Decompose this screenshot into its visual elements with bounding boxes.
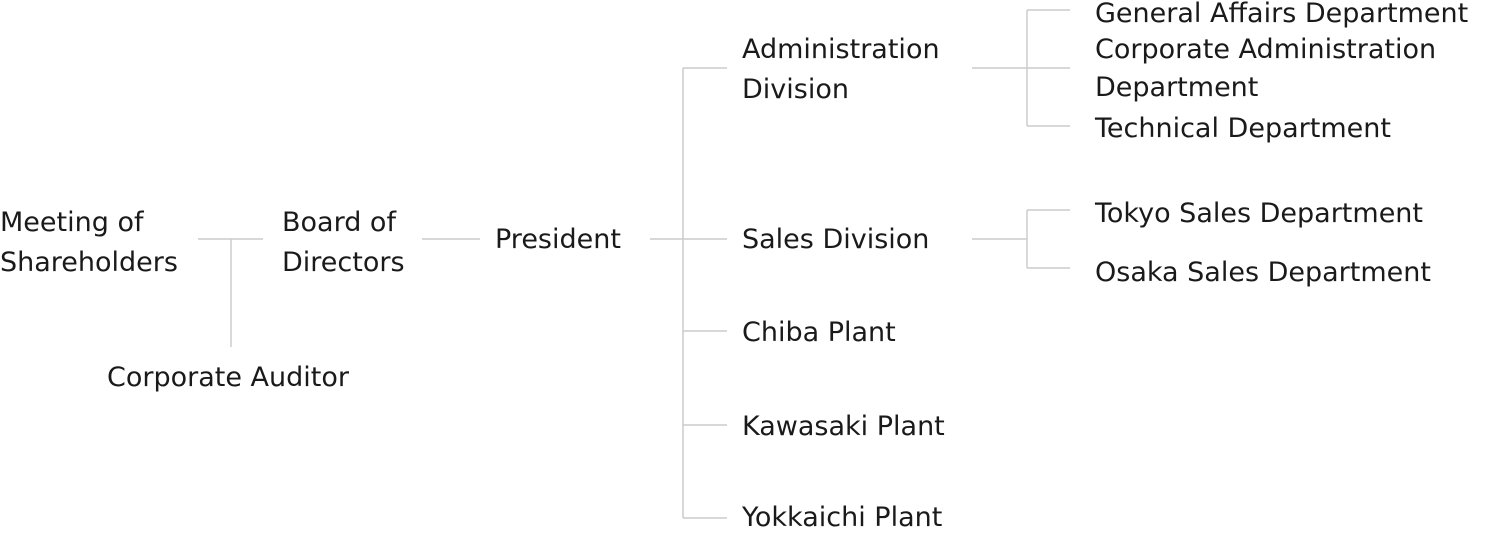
node-label-line: Corporate Auditor [107,362,349,393]
node-label-line: Meeting of [0,207,144,238]
node-corporate-administration-department: Corporate Administration Department [1095,31,1436,107]
node-chiba-plant: Chiba Plant [742,313,896,353]
node-label-line: Sales Division [742,224,930,255]
node-label-line: Osaka Sales Department [1095,257,1431,288]
node-technical-department: Technical Department [1095,109,1391,149]
node-label-line: Corporate Administration [1095,34,1437,65]
node-board-of-directors: Board of Directors [282,203,405,283]
node-meeting-of-shareholders: Meeting of Shareholders [0,203,178,283]
connector-sales-bus [972,210,1028,268]
node-tokyo-sales-department: Tokyo Sales Department [1095,194,1423,234]
node-administration-division: Administration Division [742,30,940,110]
node-corporate-auditor: Corporate Auditor [107,358,349,398]
node-osaka-sales-department: Osaka Sales Department [1095,253,1431,293]
node-label-line: Chiba Plant [742,317,896,348]
node-label-line: Division [742,74,849,105]
node-label-line: Directors [282,247,405,278]
connector-president-bus [650,68,684,518]
node-label-line: Administration [742,34,940,65]
node-label-line: Department [1095,72,1259,103]
node-label-line: General Affairs Department [1095,0,1469,29]
node-label-line: Board of [282,207,396,238]
node-label-line: President [495,224,621,255]
node-label-line: Shareholders [0,247,178,278]
node-label-line: Tokyo Sales Department [1095,198,1424,229]
node-label-line: Yokkaichi Plant [742,502,943,533]
node-kawasaki-plant: Kawasaki Plant [742,407,945,447]
connector-admin-bus [972,10,1028,126]
node-president: President [495,220,621,260]
node-yokkaichi-plant: Yokkaichi Plant [742,498,942,538]
node-label-line: Technical Department [1095,113,1391,144]
node-label-line: Kawasaki Plant [742,411,945,442]
node-general-affairs-department: General Affairs Department [1095,0,1468,34]
node-sales-division: Sales Division [742,220,929,260]
